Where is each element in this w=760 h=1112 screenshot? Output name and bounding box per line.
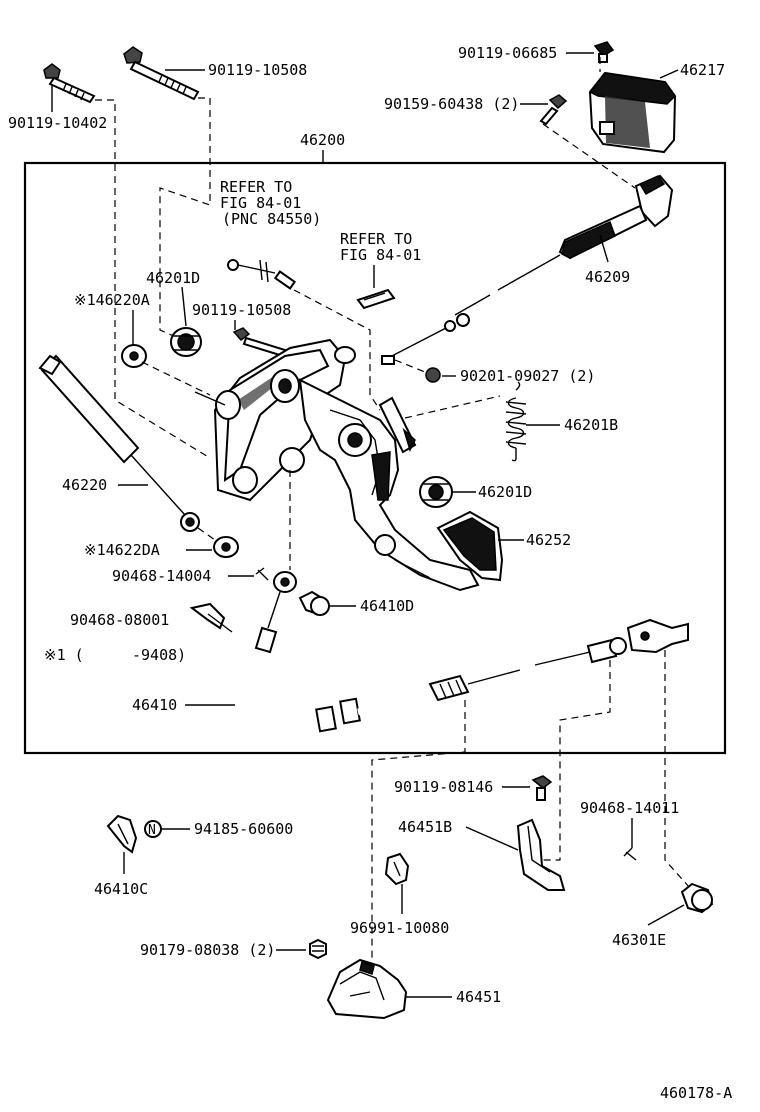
bushing-46201D-right-icon <box>419 476 453 508</box>
bolt-90119-10508-mid-icon <box>232 327 287 358</box>
footnote: ※1 ( -9408) <box>44 646 186 664</box>
label-46220: 46220 <box>62 476 107 494</box>
label-46301E: 46301E <box>612 931 666 949</box>
washer-14622DA-icon <box>213 536 239 558</box>
label-90159-60438: 90159-60438 (2) <box>384 95 519 113</box>
clip-96991-10080-icon <box>384 852 410 886</box>
label-90119-08146: 90119-08146 <box>394 778 493 796</box>
bolt-90119-10508-top-icon <box>123 46 200 101</box>
svg-text:REFER TO: REFER TO <box>220 178 292 196</box>
pedal-bracket-icon <box>194 338 356 502</box>
refer-note-2: REFER TO FIG 84-01 <box>340 230 421 264</box>
bolt-90119-08146-icon <box>531 775 553 801</box>
pin-46410D-icon <box>298 590 330 616</box>
leader-46217 <box>659 69 679 79</box>
clip-46410C-icon <box>106 814 138 854</box>
figure-code: 460178-A <box>660 1084 732 1102</box>
label-94185-60600: 94185-60600 <box>194 820 293 838</box>
dash-46220 <box>197 527 216 541</box>
cable-46410-icon <box>230 618 689 738</box>
refer-note-1: REFER TO FIG 84-01 (PNC 84550) <box>220 178 321 228</box>
label-46201D-right: 46201D <box>478 483 532 501</box>
dash-46201B <box>404 395 501 419</box>
bolt-90119-10402-icon <box>43 63 96 104</box>
nut-90179-08038-icon <box>309 938 327 960</box>
label-46410D: 46410D <box>360 597 414 615</box>
dash-refer-1 <box>293 289 381 411</box>
clip-refer-2-icon <box>356 288 396 310</box>
pin-90468-14011-icon <box>623 847 637 861</box>
label-46201D-top: 46201D <box>146 269 200 287</box>
label-90119-10508-top: 90119-10508 <box>208 61 307 79</box>
label-90468-08001: 90468-08001 <box>70 611 169 629</box>
leader-46201D-top <box>181 286 187 327</box>
label-46217: 46217 <box>680 61 725 79</box>
bushing-46201D-top-icon <box>170 327 202 357</box>
clip-90468-08001-icon <box>189 602 233 633</box>
gas-strut-46220-icon <box>38 354 200 532</box>
label-46209: 46209 <box>585 268 630 286</box>
label-90468-14004: 90468-14004 <box>112 567 211 585</box>
dash-90119-10508-top <box>159 97 211 339</box>
label-90119-10508-mid: 90119-10508 <box>192 301 291 319</box>
label-46252: 46252 <box>526 531 571 549</box>
cover-46217-icon <box>588 71 677 154</box>
bolt-90119-06685-icon <box>593 41 615 63</box>
label-96991-10080: 96991-10080 <box>350 919 449 937</box>
washer-146220A-icon <box>121 344 147 368</box>
svg-text:FIG 84-01: FIG 84-01 <box>220 194 301 212</box>
label-46410: 46410 <box>132 696 177 714</box>
label-90179-08038: 90179-08038 (2) <box>140 941 275 959</box>
dash-90201-09027 <box>394 359 426 373</box>
label-46201B: 46201B <box>564 416 618 434</box>
label-90119-10402: 90119-10402 <box>8 114 107 132</box>
svg-text:※1 (: ※1 ( <box>44 646 84 664</box>
leader-46209 <box>599 234 609 263</box>
washer-90201-09027-icon <box>381 355 441 383</box>
assembly-frame <box>23 161 727 755</box>
label-46410C: 46410C <box>94 880 148 898</box>
svg-text:(PNC 84550): (PNC 84550) <box>222 210 321 228</box>
svg-text:FIG 84-01: FIG 84-01 <box>340 246 421 264</box>
label-146220A: ※146220A <box>74 291 150 309</box>
label-46451B: 46451B <box>398 818 452 836</box>
label-90468-14011: 90468-14011 <box>580 799 679 817</box>
dash-90119-10402 <box>95 99 211 459</box>
label-90119-06685: 90119-06685 <box>458 44 557 62</box>
bolt-90159-60438-icon <box>539 94 568 126</box>
dash-90159-60438 <box>542 123 636 189</box>
cable-end-icon <box>227 259 297 290</box>
spring-46201B-icon <box>505 381 527 462</box>
leader-46451B <box>465 826 519 851</box>
label-46200: 46200 <box>300 131 345 149</box>
pin-46301E-icon <box>680 882 714 914</box>
dash-cable-to-46451B <box>540 660 611 861</box>
svg-text:REFER TO: REFER TO <box>340 230 412 248</box>
bracket-46451B-icon <box>516 818 566 891</box>
svg-text:N: N <box>148 823 156 838</box>
pin-90468-14004-icon <box>255 567 269 581</box>
new-part-mark-icon: N <box>144 820 162 838</box>
bracket-46451-icon <box>326 958 408 1020</box>
pedal-arm-icon <box>298 378 480 592</box>
cable-eye-icon <box>254 571 297 654</box>
dash-146220A <box>141 361 211 396</box>
release-rod-46209-icon <box>387 174 674 359</box>
dash-cable-to-46451 <box>371 700 466 985</box>
pedal-pad-46252-icon <box>436 510 504 582</box>
label-90201-09027: 90201-09027 (2) <box>460 367 595 385</box>
label-14622DA: ※14622DA <box>84 541 160 559</box>
label-46451: 46451 <box>456 988 501 1006</box>
dash-cable-to-46301E <box>664 650 691 889</box>
svg-text:-9408): -9408) <box>132 646 186 664</box>
leader-46301E <box>647 904 685 926</box>
